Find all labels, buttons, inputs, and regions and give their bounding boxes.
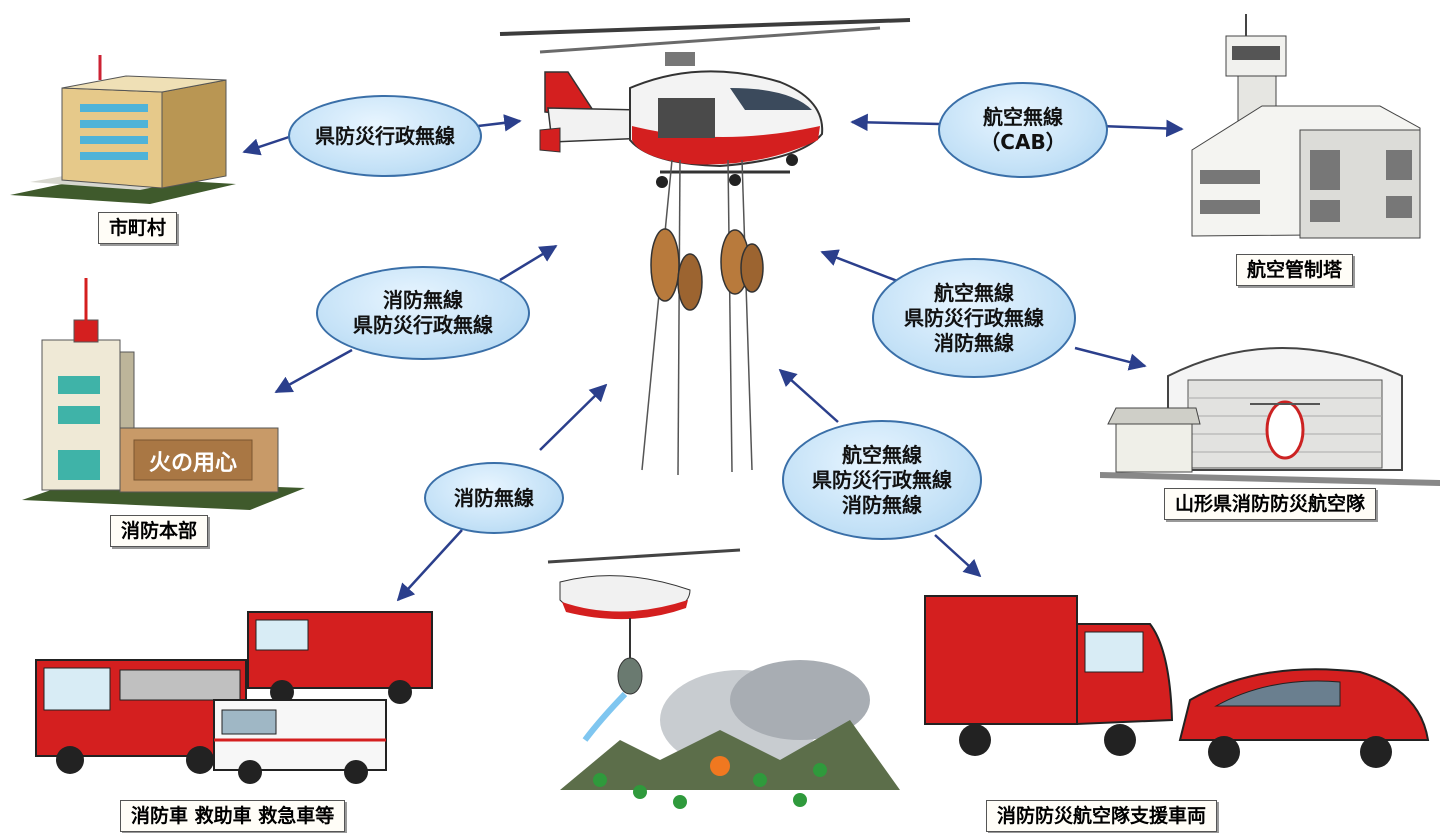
bubble-text: 航空無線 — [934, 280, 1014, 305]
label-air-corps: 山形県消防防災航空隊 — [1164, 488, 1377, 520]
bubble-fire-vehicles-radio: 消防無線 — [424, 462, 564, 534]
bubble-text: 消防無線 — [934, 330, 1014, 355]
label-control-tower: 航空管制塔 — [1236, 254, 1354, 286]
bubble-text: 県防災行政無線 — [315, 123, 455, 148]
arrow-air-corps — [1074, 346, 1147, 371]
control-tower-illustration — [1191, 14, 1421, 239]
arrow-heli-from-municipality — [477, 114, 522, 132]
arrow-support-vehicles — [934, 534, 982, 578]
municipality-building-illustration — [10, 55, 236, 204]
arrow-fire-hq — [274, 348, 353, 394]
label-fire-vehicles: 消防車 救助車 救急車等 — [120, 800, 346, 832]
bubble-support-vehicles-radio: 航空無線 県防災行政無線 消防無線 — [782, 420, 982, 540]
bubble-text: 航空無線 — [983, 105, 1063, 129]
arrow-municipality — [242, 134, 293, 156]
arrows — [242, 113, 1184, 602]
bubble-text: 消防無線 — [454, 485, 534, 510]
bubble-tower-radio: 航空無線 （CAB） — [938, 82, 1108, 178]
label-fire-hq: 消防本部 — [110, 515, 209, 547]
arrow-heli-from-vehicles — [539, 383, 608, 451]
bubble-text: 県防災行政無線 — [812, 467, 952, 492]
arrow-fire-vehicles — [396, 529, 463, 602]
bubble-text: 県防災行政無線 — [904, 305, 1044, 330]
arrow-heli-from-tower — [850, 113, 941, 132]
fire-hq-building-illustration: 火の用心 — [22, 278, 305, 510]
fire-hq-sign: 火の用心 — [149, 451, 237, 476]
bubble-air-corps-radio: 航空無線 県防災行政無線 消防無線 — [872, 258, 1076, 378]
support-vehicles-illustration — [924, 595, 1430, 768]
air-corps-hangar-illustration — [1100, 347, 1440, 486]
bubble-text: （CAB） — [980, 130, 1066, 154]
label-municipality: 市町村 — [98, 212, 178, 244]
bubble-text: 県防災行政無線 — [353, 313, 493, 337]
helicopter-illustration — [499, 18, 911, 188]
arrow-heli-from-hq — [499, 244, 558, 282]
wildfire-scene-illustration — [547, 548, 900, 809]
arrow-heli-from-air-corps — [820, 249, 901, 284]
bubble-municipality-radio: 県防災行政無線 — [288, 95, 482, 177]
bubble-text: 消防無線 — [383, 288, 463, 312]
rappelling-rescuers — [641, 159, 764, 476]
bubble-fire-hq-radio: 消防無線 県防災行政無線 — [316, 266, 530, 360]
fire-vehicles-illustration — [35, 611, 433, 784]
bubble-text: 航空無線 — [842, 442, 922, 467]
label-support-vehicles: 消防防災航空隊支援車両 — [986, 800, 1218, 832]
arrow-tower — [1099, 119, 1184, 138]
bubble-text: 消防無線 — [842, 492, 922, 517]
arrow-heli-from-support — [778, 368, 839, 423]
